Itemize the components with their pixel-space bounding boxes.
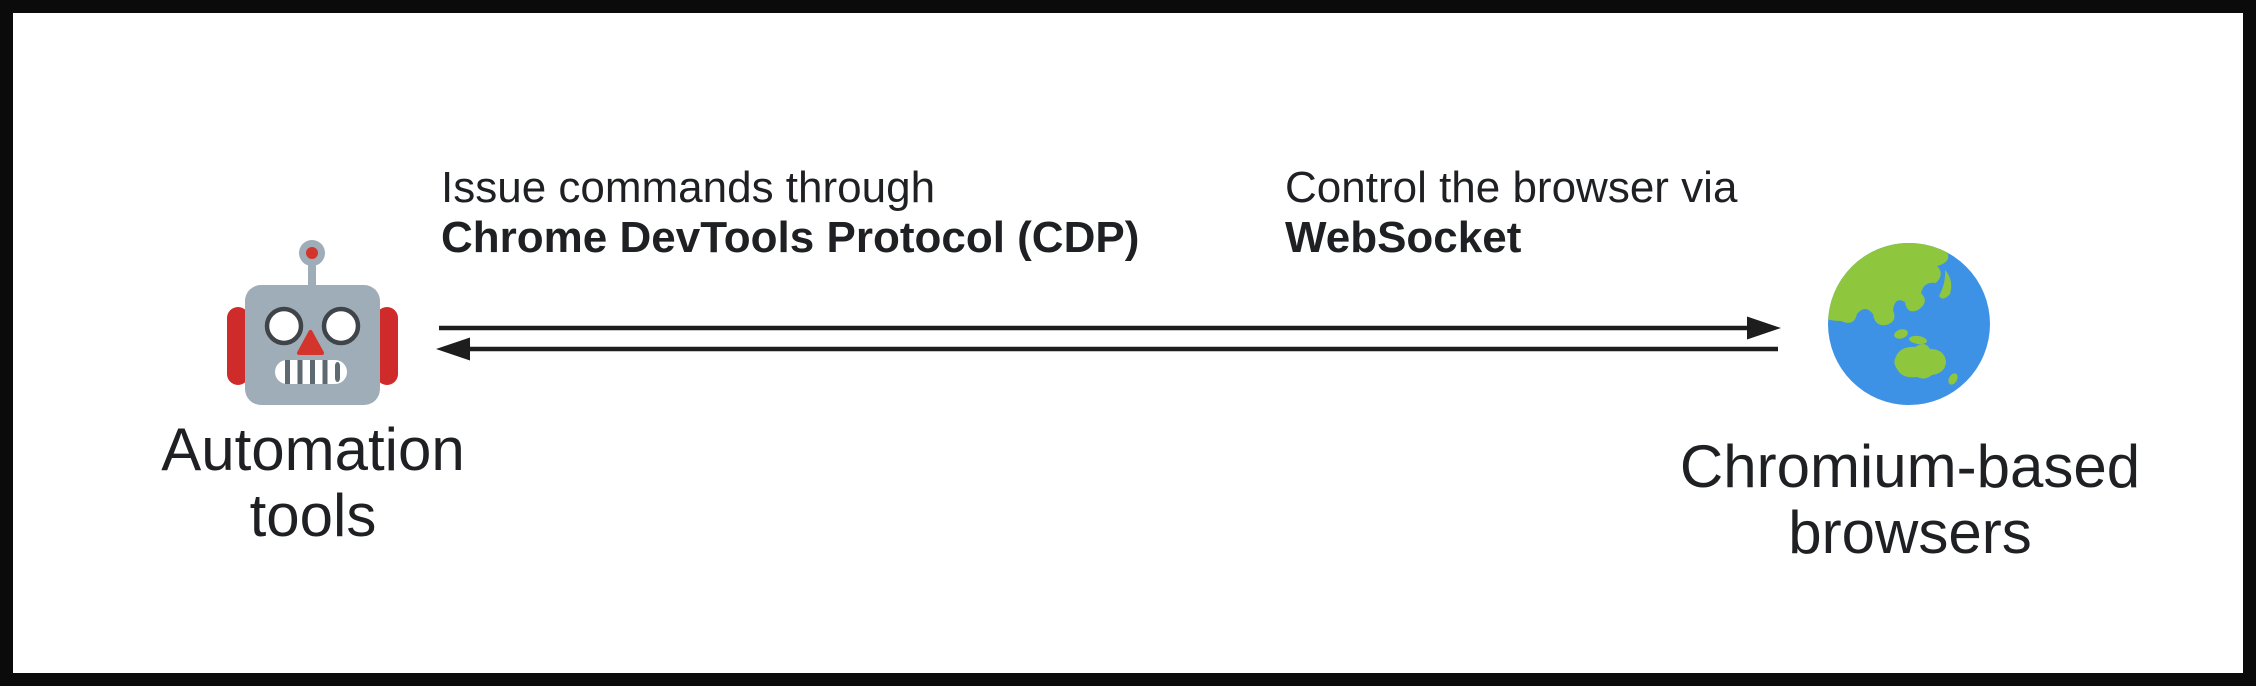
automation-tools-label-line1: Automation: [161, 416, 465, 483]
automation-tools-label-line2: tools: [249, 482, 377, 549]
connection-arrows: [436, 316, 1781, 361]
cdp-arrow-right: [439, 316, 1781, 340]
automation-tools-label: Automation tools: [118, 417, 508, 549]
websocket-arrow-left: [436, 337, 1778, 361]
robot-icon: [227, 240, 398, 405]
websocket-caption-line2: WebSocket: [1285, 213, 1522, 262]
chromium-browsers-label: Chromium-based browsers: [1665, 434, 2155, 566]
chromium-browsers-label-line2: browsers: [1788, 499, 2032, 566]
cdp-caption-line1: Issue commands through: [441, 163, 936, 212]
chromium-browsers-label-line1: Chromium-based: [1679, 433, 2141, 500]
globe-icon: [1828, 243, 1990, 405]
cdp-caption-line2: Chrome DevTools Protocol (CDP): [441, 213, 1140, 262]
cdp-caption: Issue commands through Chrome DevTools P…: [441, 163, 1139, 263]
websocket-caption-line1: Control the browser via: [1285, 163, 1738, 212]
websocket-caption: Control the browser via WebSocket: [1285, 163, 1737, 263]
